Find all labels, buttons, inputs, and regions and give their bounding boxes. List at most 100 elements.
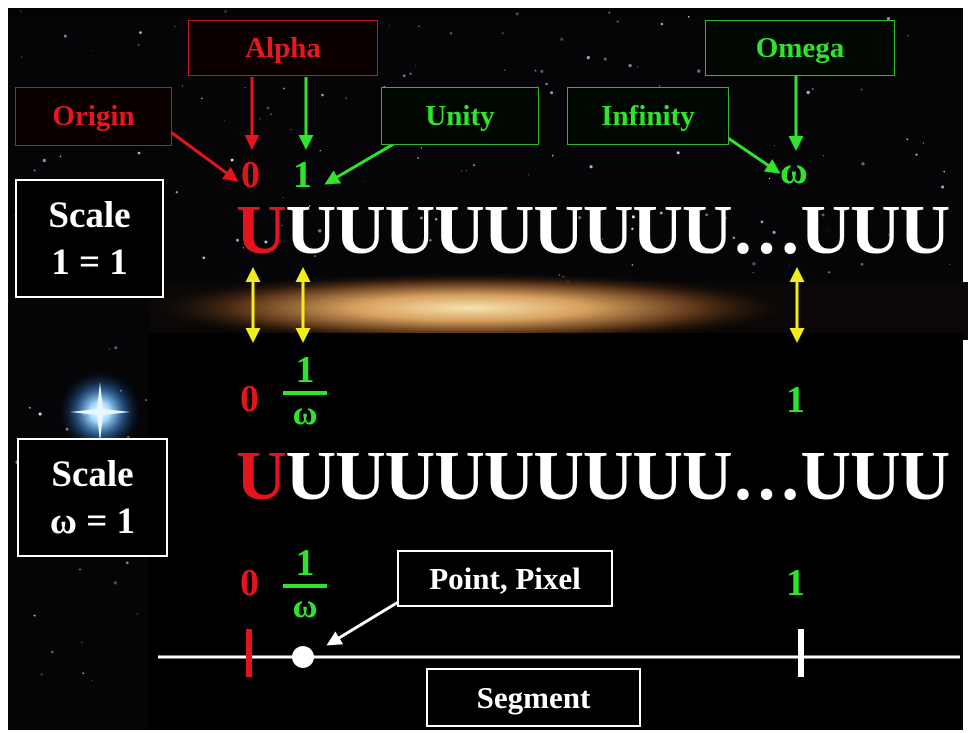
star [859, 229, 862, 233]
star [125, 561, 129, 565]
star [259, 118, 261, 120]
star [616, 20, 619, 23]
star [174, 26, 176, 28]
unity-label: Unity [381, 87, 539, 145]
star [417, 157, 419, 159]
star [828, 271, 831, 274]
star [752, 262, 756, 266]
star [92, 50, 94, 52]
star [658, 85, 661, 87]
star [202, 256, 206, 260]
star [59, 155, 62, 158]
star [269, 113, 272, 116]
star [418, 25, 420, 28]
bottom-fraction-numerator: 1 [295, 542, 315, 584]
star [429, 239, 432, 242]
star [774, 145, 776, 147]
star [922, 142, 925, 144]
star [466, 170, 467, 172]
star [822, 154, 825, 157]
star [42, 158, 46, 163]
star [460, 170, 463, 172]
star [33, 169, 36, 172]
star [628, 64, 632, 68]
bottom-zero: 0 [240, 562, 259, 604]
star [888, 234, 890, 236]
middle-zero: 0 [240, 378, 259, 420]
bottom-fraction-denominator: ω [292, 588, 318, 625]
star [318, 229, 322, 233]
star [797, 130, 799, 131]
star [91, 680, 93, 682]
point-pixel-arrow [326, 599, 401, 646]
star [659, 211, 663, 215]
star [28, 406, 31, 409]
origin-label: Origin [15, 87, 172, 146]
star [540, 69, 544, 73]
star [768, 177, 771, 180]
star [732, 236, 736, 240]
star [308, 205, 311, 207]
unit-row-first: U [236, 192, 287, 269]
star [79, 568, 81, 571]
star [857, 240, 860, 243]
infinity-arrow [721, 132, 781, 174]
star [282, 196, 284, 198]
scale-one-equation: 1 = 1 [51, 241, 128, 283]
bottom-fraction-bar [283, 584, 327, 588]
star [941, 185, 945, 189]
star [181, 85, 184, 87]
star [788, 264, 790, 266]
star [175, 191, 178, 194]
star [38, 412, 42, 416]
star [403, 74, 406, 77]
star [515, 12, 519, 16]
star [63, 34, 67, 38]
star [82, 672, 85, 675]
star [345, 97, 347, 99]
unit-row-scale-one: UUUUUUUUUU…UUU [236, 196, 950, 266]
star [136, 613, 139, 615]
point-dot [292, 646, 314, 668]
star [235, 238, 240, 242]
star [860, 262, 864, 266]
star [290, 129, 292, 131]
star [687, 15, 690, 18]
omega-label: Omega [705, 20, 895, 76]
star [321, 93, 324, 97]
star [860, 88, 863, 91]
star [473, 164, 476, 167]
star [20, 56, 23, 58]
star [943, 170, 945, 173]
star [362, 180, 364, 183]
star [266, 106, 270, 110]
star [806, 90, 810, 95]
star [501, 32, 504, 35]
bottom-one: 1 [786, 562, 805, 604]
star [651, 244, 653, 246]
star [479, 243, 481, 245]
star [283, 87, 285, 90]
unit-row2-rest: UUUUUUUUU…UUU [285, 438, 951, 515]
star [230, 158, 234, 162]
scale-one-title: Scale [48, 194, 131, 236]
top-omega: ω [780, 150, 808, 192]
star [692, 219, 696, 223]
star [697, 69, 701, 73]
star [281, 224, 283, 227]
star [264, 240, 268, 244]
scale-omega-box: Scale ω = 1 [17, 438, 168, 557]
star [319, 150, 321, 152]
star [388, 24, 390, 26]
star [244, 86, 246, 89]
top-one: 1 [293, 154, 312, 196]
star [821, 213, 825, 217]
star [586, 56, 590, 60]
star [139, 31, 142, 34]
star [528, 174, 530, 176]
star [114, 346, 118, 350]
star [636, 66, 639, 68]
star [33, 614, 36, 617]
middle-one: 1 [786, 379, 805, 421]
